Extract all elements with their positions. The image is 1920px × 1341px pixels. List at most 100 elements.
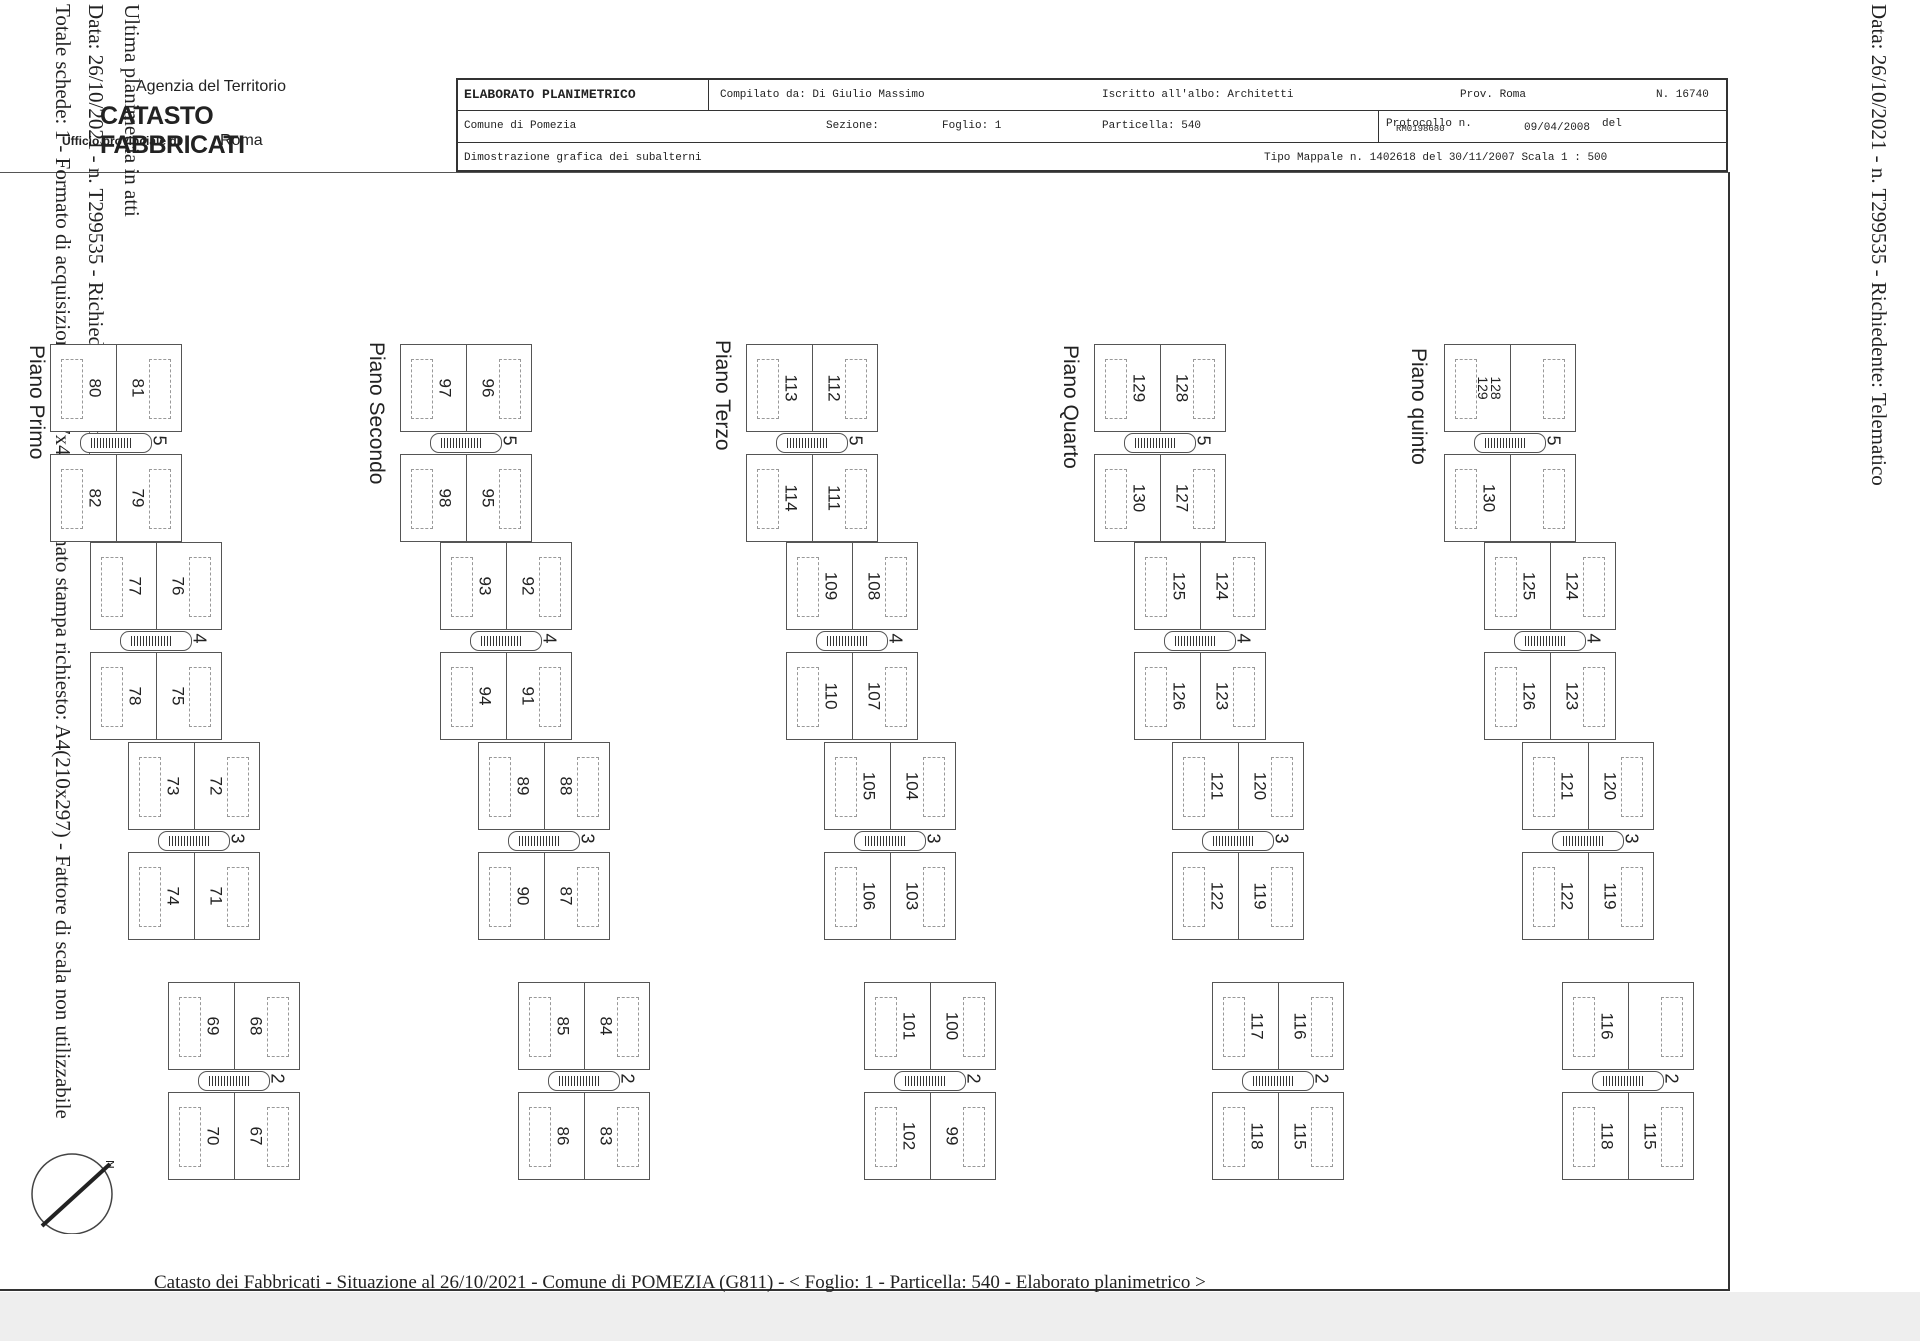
- stairwell: [1514, 631, 1586, 651]
- unit-number: 124: [1212, 571, 1232, 601]
- apartment-block: [90, 652, 222, 740]
- stair-number: 4: [885, 633, 906, 644]
- unit-number: 94: [475, 686, 495, 706]
- agency-logo: Agenzia del Territorio CATASTO FABBRICAT…: [60, 76, 360, 159]
- unit-number: 125: [1169, 571, 1189, 601]
- stair-number: 2: [267, 1073, 288, 1084]
- unit-number: 84: [596, 1016, 616, 1036]
- unit-number: 117: [1247, 1012, 1267, 1040]
- ufficio-label: Ufficio provinciale di: [62, 134, 181, 148]
- stair-number: 3: [1621, 833, 1642, 844]
- unit-number: 67: [246, 1126, 266, 1146]
- floor-label: Piano Terzo: [711, 340, 734, 451]
- header-protocollo: Protocollo n.: [1386, 118, 1472, 130]
- apartment-block: [824, 852, 956, 940]
- apartment-block: [746, 344, 878, 432]
- unit-number: 72: [206, 776, 226, 796]
- header-number: N. 16740: [1656, 89, 1709, 101]
- stairwell: [1164, 631, 1236, 651]
- stairwell: [816, 631, 888, 651]
- unit-number: 124: [1562, 571, 1582, 601]
- apartment-block: [786, 652, 918, 740]
- apartment-block: [746, 454, 878, 542]
- header-title: ELABORATO PLANIMETRICO: [464, 87, 636, 102]
- header-compilato: Compilato da: Di Giulio Massimo: [720, 89, 925, 101]
- unit-number: 119: [1600, 882, 1620, 910]
- unit-number: 103: [902, 881, 922, 911]
- unit-number: 99: [942, 1126, 962, 1146]
- apartment-block: [1484, 542, 1616, 630]
- apartment-block: [1094, 344, 1226, 432]
- apartment-block: [1134, 542, 1266, 630]
- header-sezione: Sezione:: [826, 120, 879, 132]
- stair-number: 5: [149, 435, 170, 446]
- header-prov: Prov. Roma: [1460, 89, 1527, 101]
- unit-number: 77: [125, 576, 145, 596]
- unit-number: 87: [556, 886, 576, 906]
- apartment-block: [1094, 454, 1226, 542]
- unit-number: 116: [1290, 1012, 1310, 1040]
- stairwell: [158, 831, 230, 851]
- unit-number: 123: [1212, 681, 1232, 711]
- unit-number: 119: [1250, 882, 1270, 910]
- apartment-block: [1172, 852, 1304, 940]
- apartment-block: [128, 742, 260, 830]
- apartment-block: [168, 982, 300, 1070]
- unit-number: 78: [125, 686, 145, 706]
- apartment-block: [786, 542, 918, 630]
- catasto-title: CATASTO FABBRICATI: [100, 102, 245, 159]
- apartment-block: [400, 344, 532, 432]
- header-iscritto: Iscritto all'albo: Architetti: [1102, 89, 1294, 101]
- stair-number: 4: [1583, 633, 1604, 644]
- apartment-block: [90, 542, 222, 630]
- apartment-block: [50, 344, 182, 432]
- unit-number: 122: [1557, 881, 1577, 911]
- unit-number: 130: [1129, 483, 1149, 513]
- stairwell: [548, 1071, 620, 1091]
- stairwell: [1202, 831, 1274, 851]
- stairwell: [198, 1071, 270, 1091]
- compass-north-label: N: [103, 1160, 114, 1169]
- apartment-block: [478, 852, 610, 940]
- unit-number: 118: [1247, 1122, 1267, 1150]
- apartment-block: [864, 982, 996, 1070]
- north-arrow-icon: N: [31, 1153, 114, 1234]
- unit-number: 121: [1557, 771, 1577, 801]
- footer-caption: Catasto dei Fabbricati - Situazione al 2…: [154, 1272, 1206, 1293]
- unit-number: 105: [859, 771, 879, 801]
- unit-number: 80: [85, 378, 105, 398]
- stairwell: [80, 433, 152, 453]
- unit-number: 108: [864, 571, 884, 601]
- stairwell: [1552, 831, 1624, 851]
- document-page: [0, 172, 1730, 1291]
- apartment-block: [1212, 1092, 1344, 1180]
- apartment-block: [1444, 454, 1576, 542]
- unit-number: 114: [781, 484, 801, 512]
- ufficio-city: Roma: [220, 132, 263, 149]
- stair-number: 5: [845, 435, 866, 446]
- stairwell: [894, 1071, 966, 1091]
- unit-number: 96: [478, 378, 498, 398]
- apartment-block: [864, 1092, 996, 1180]
- apartment-block: [1522, 742, 1654, 830]
- floor-label: Piano Primo: [25, 345, 48, 460]
- header-tipo-mappale: Tipo Mappale n. 1402618 del 30/11/2007 S…: [1264, 152, 1608, 164]
- unit-number: 69: [203, 1016, 223, 1036]
- stair-number: 5: [1193, 435, 1214, 446]
- unit-number: 90: [513, 886, 533, 906]
- stairwell: [1474, 433, 1546, 453]
- stair-number: 2: [1661, 1073, 1682, 1084]
- unit-number: 68: [246, 1016, 266, 1036]
- unit-number: 120: [1250, 771, 1270, 801]
- stair-number: 2: [1311, 1073, 1332, 1084]
- unit-number: 128 129: [1475, 376, 1504, 400]
- stair-number: 5: [499, 435, 520, 446]
- apartment-block: [1562, 1092, 1694, 1180]
- stairwell: [776, 433, 848, 453]
- agency-name: Agenzia del Territorio: [136, 78, 287, 95]
- unit-number: 91: [518, 686, 538, 706]
- floor-label: Piano Secondo: [365, 342, 388, 485]
- unit-number: 101: [899, 1011, 919, 1041]
- unit-number: 92: [518, 576, 538, 596]
- unit-number: 86: [553, 1126, 573, 1146]
